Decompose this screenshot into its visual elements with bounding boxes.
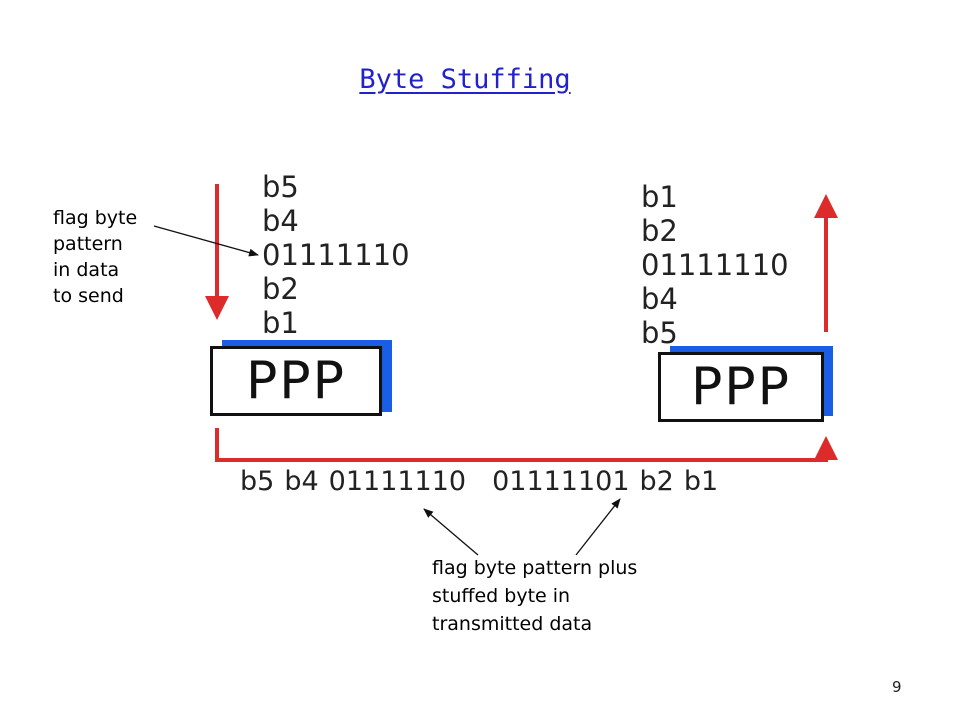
sender-byte-stack: b5 b4 01111110 b2 b1 xyxy=(262,170,410,340)
sender-byte: b5 xyxy=(262,170,299,204)
stream-pointer-right xyxy=(575,498,621,556)
note-line: to send xyxy=(53,285,124,307)
transmission-path-arrow xyxy=(215,428,838,462)
sender-byte: b1 xyxy=(262,306,299,340)
note-line: stuffed byte in xyxy=(432,585,571,607)
stream-byte: b4 xyxy=(284,466,319,497)
stream-byte: b2 xyxy=(639,466,674,497)
stream-byte: 01111110 xyxy=(328,466,467,497)
stuffed-byte-note: flag byte pattern plus stuffed byte in t… xyxy=(432,554,637,638)
note-line: transmitted data xyxy=(432,613,593,635)
stream-byte: 01111101 xyxy=(492,466,630,497)
receiver-byte: 01111110 xyxy=(641,248,789,282)
note-line: pattern xyxy=(53,233,123,255)
note-line: in data xyxy=(53,259,120,281)
sender-ppp-label: PPP xyxy=(245,351,347,411)
receiver-ppp-box: PPP xyxy=(658,352,824,422)
page-number: 9 xyxy=(892,678,902,696)
receiver-ppp-label: PPP xyxy=(690,357,792,417)
receiver-byte: b2 xyxy=(641,214,678,248)
stream-byte: b5 xyxy=(240,466,275,497)
transmitted-stream: b5 b4 01111110 01111101 b2 b1 xyxy=(240,466,718,497)
receiver-byte: b5 xyxy=(641,316,678,350)
sender-byte: b2 xyxy=(262,272,299,306)
flag-pattern-note: flag byte pattern in data to send xyxy=(53,205,137,309)
receiver-byte-stack: b1 b2 01111110 b4 b5 xyxy=(641,180,789,350)
note-line: flag byte pattern plus xyxy=(432,557,638,579)
note-line: flag byte xyxy=(53,207,138,229)
page-title: Byte Stuffing xyxy=(359,64,571,95)
stream-byte: b1 xyxy=(683,466,719,497)
stream-pointer-left xyxy=(423,508,479,556)
flag-pointer-line xyxy=(153,225,259,257)
receiver-byte: b1 xyxy=(641,180,678,214)
sender-byte: b4 xyxy=(262,204,299,238)
receiver-byte: b4 xyxy=(641,282,678,316)
sender-ppp-box: PPP xyxy=(210,346,382,416)
sender-byte: 01111110 xyxy=(262,238,410,272)
